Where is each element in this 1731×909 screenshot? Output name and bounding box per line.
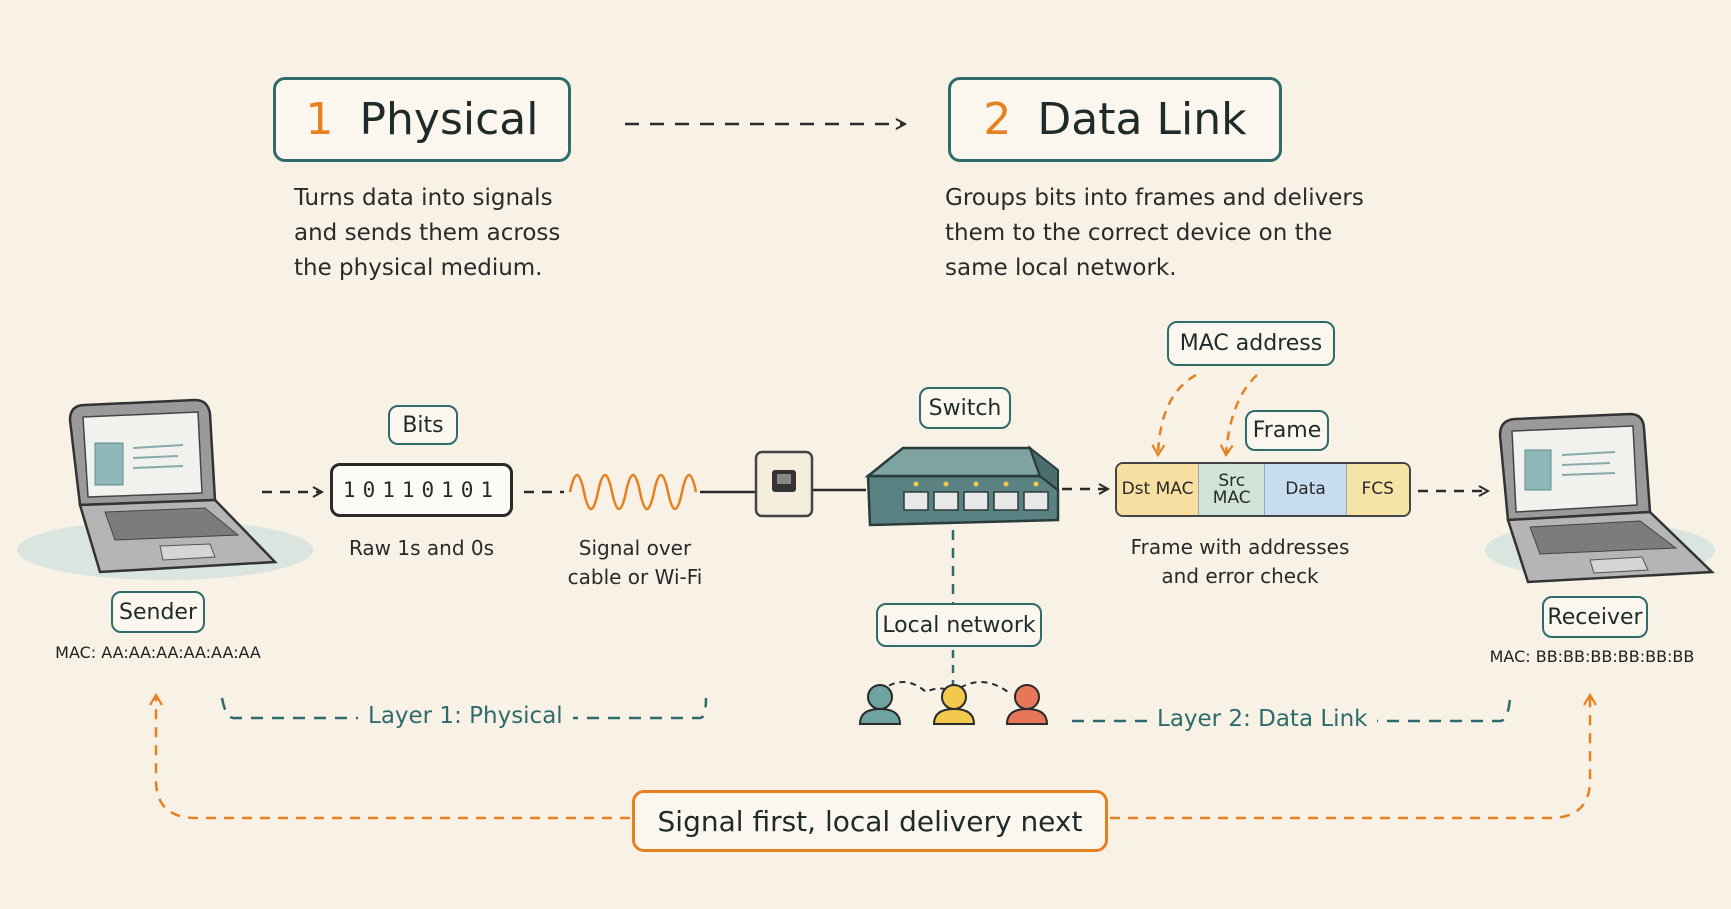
- layer2-span-label: Layer 2: Data Link: [1147, 706, 1378, 732]
- layer1-name: Physical: [359, 94, 539, 145]
- layer1-description-line: the physical medium.: [294, 255, 543, 281]
- bits-label: Bits: [388, 405, 458, 445]
- layer2-number: 2: [983, 94, 1012, 145]
- loop-to-sender-arrow: [149, 692, 630, 820]
- frame-diagram: Dst MAC Src MAC Data FCS: [1115, 462, 1411, 517]
- loop-to-receiver-arrow: [1110, 692, 1597, 820]
- frame-field-dst-mac: Dst MAC: [1117, 464, 1200, 515]
- bits-value-box: 10110101: [330, 463, 513, 517]
- frame-field-src-mac: Src MAC: [1199, 464, 1266, 515]
- receiver-mac: MAC: BB:BB:BB:BB:BB:BB: [1489, 647, 1695, 666]
- switch-icon: [864, 445, 1060, 527]
- frame-caption-line: Frame with addresses: [1130, 535, 1350, 559]
- sender-laptop-icon: [17, 398, 313, 580]
- local-network-label: Local network: [876, 603, 1042, 647]
- bits-caption: Raw 1s and 0s: [348, 536, 495, 560]
- sender-label: Sender: [111, 591, 205, 633]
- signal-caption-line: Signal over: [578, 536, 692, 560]
- frame-field-data: Data: [1265, 464, 1347, 515]
- layer1-description: Turns data into signals and sends them a…: [294, 181, 560, 286]
- layer2-description-line: them to the correct device on the: [945, 220, 1333, 246]
- mac-address-label: MAC address: [1167, 321, 1335, 366]
- layer1-title-box: 1 Physical: [273, 77, 571, 162]
- switch-label: Switch: [919, 387, 1011, 429]
- layer2-title-box: 2 Data Link: [948, 77, 1282, 162]
- layer2-description-line: same local network.: [945, 255, 1177, 281]
- mac-to-dst-arrow: [1151, 373, 1197, 458]
- mac-to-src-arrow: [1219, 374, 1258, 458]
- layer2-name: Data Link: [1037, 94, 1247, 145]
- signal-wave-icon: [568, 473, 698, 511]
- layer2-span: [1072, 697, 1512, 723]
- receiver-laptop-icon: [1485, 412, 1715, 584]
- signal-caption: Signal over cable or Wi-Fi: [550, 534, 720, 592]
- layer1-span-label: Layer 1: Physical: [358, 703, 573, 729]
- layer2-description-line: Groups bits into frames and delivers: [945, 185, 1364, 211]
- frame-caption-line: and error check: [1161, 564, 1319, 588]
- layer2-description: Groups bits into frames and delivers the…: [945, 181, 1364, 286]
- frame-label: Frame: [1245, 410, 1329, 451]
- wall-jack-icon: [754, 450, 814, 518]
- sender-mac: MAC: AA:AA:AA:AA:AA:AA: [55, 643, 261, 662]
- receiver-label: Receiver: [1542, 596, 1648, 638]
- summary-box: Signal first, local delivery next: [632, 790, 1108, 852]
- frame-field-src-mac-text: Src MAC: [1212, 470, 1251, 508]
- layer1-number: 1: [305, 94, 334, 145]
- people-icon: [858, 681, 1049, 725]
- layer1-description-line: Turns data into signals: [294, 185, 553, 211]
- frame-caption: Frame with addresses and error check: [1110, 533, 1370, 591]
- frame-field-fcs: FCS: [1346, 464, 1409, 515]
- signal-caption-line: cable or Wi-Fi: [567, 565, 703, 589]
- layer1-description-line: and sends them across: [294, 220, 561, 246]
